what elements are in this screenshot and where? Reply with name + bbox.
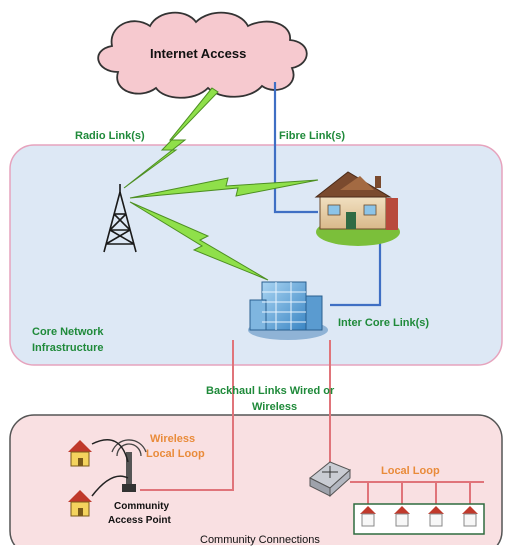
network-switch-icon [309,461,351,498]
backhaul-link-ap [140,340,234,491]
wireless-loop-arc-upper [91,439,129,463]
access-point-icon [111,439,147,492]
home-icon [360,506,376,527]
internet-cloud [97,11,308,99]
building-icon [248,281,328,340]
home-icon [68,490,92,517]
inter-core-links-label: Inter Core Link(s) [338,317,430,329]
community-ap-label-line1: Community [114,501,169,512]
fibre-links-label: Fibre Link(s) [279,130,346,142]
core-network-label-line1: Core Network [32,326,104,338]
inter-core-link [330,240,382,307]
fibre-link [273,82,318,214]
local-loop-homes-box [353,503,485,535]
radio-tower-icon [103,184,137,253]
internet-access-label: Internet Access [150,46,247,61]
backhaul-label-line2: Wireless [252,401,298,413]
community-ap-label-line2: Access Point [108,515,171,526]
wireless-local-loop-label-line2: Local Loop [146,448,205,460]
core-network-label-line2: Infrastructure [32,342,104,354]
house-icon [314,171,400,246]
home-icon [428,506,444,527]
home-icon [462,506,478,527]
wireless-loop-arc-lower [91,475,129,497]
radio-links-label: Radio Link(s) [75,130,145,142]
home-icon [394,506,410,527]
local-loop-label: Local Loop [381,465,440,477]
community-connections-label: Community Connections [200,534,320,546]
radio-link-to-internet [123,87,219,189]
wireless-local-loop-label-line1: Wireless [150,433,196,445]
home-icon [68,440,92,467]
radio-link-to-house [129,177,319,199]
radio-link-to-building [129,201,269,281]
backhaul-label-line1: Backhaul Links Wired or [206,385,335,397]
